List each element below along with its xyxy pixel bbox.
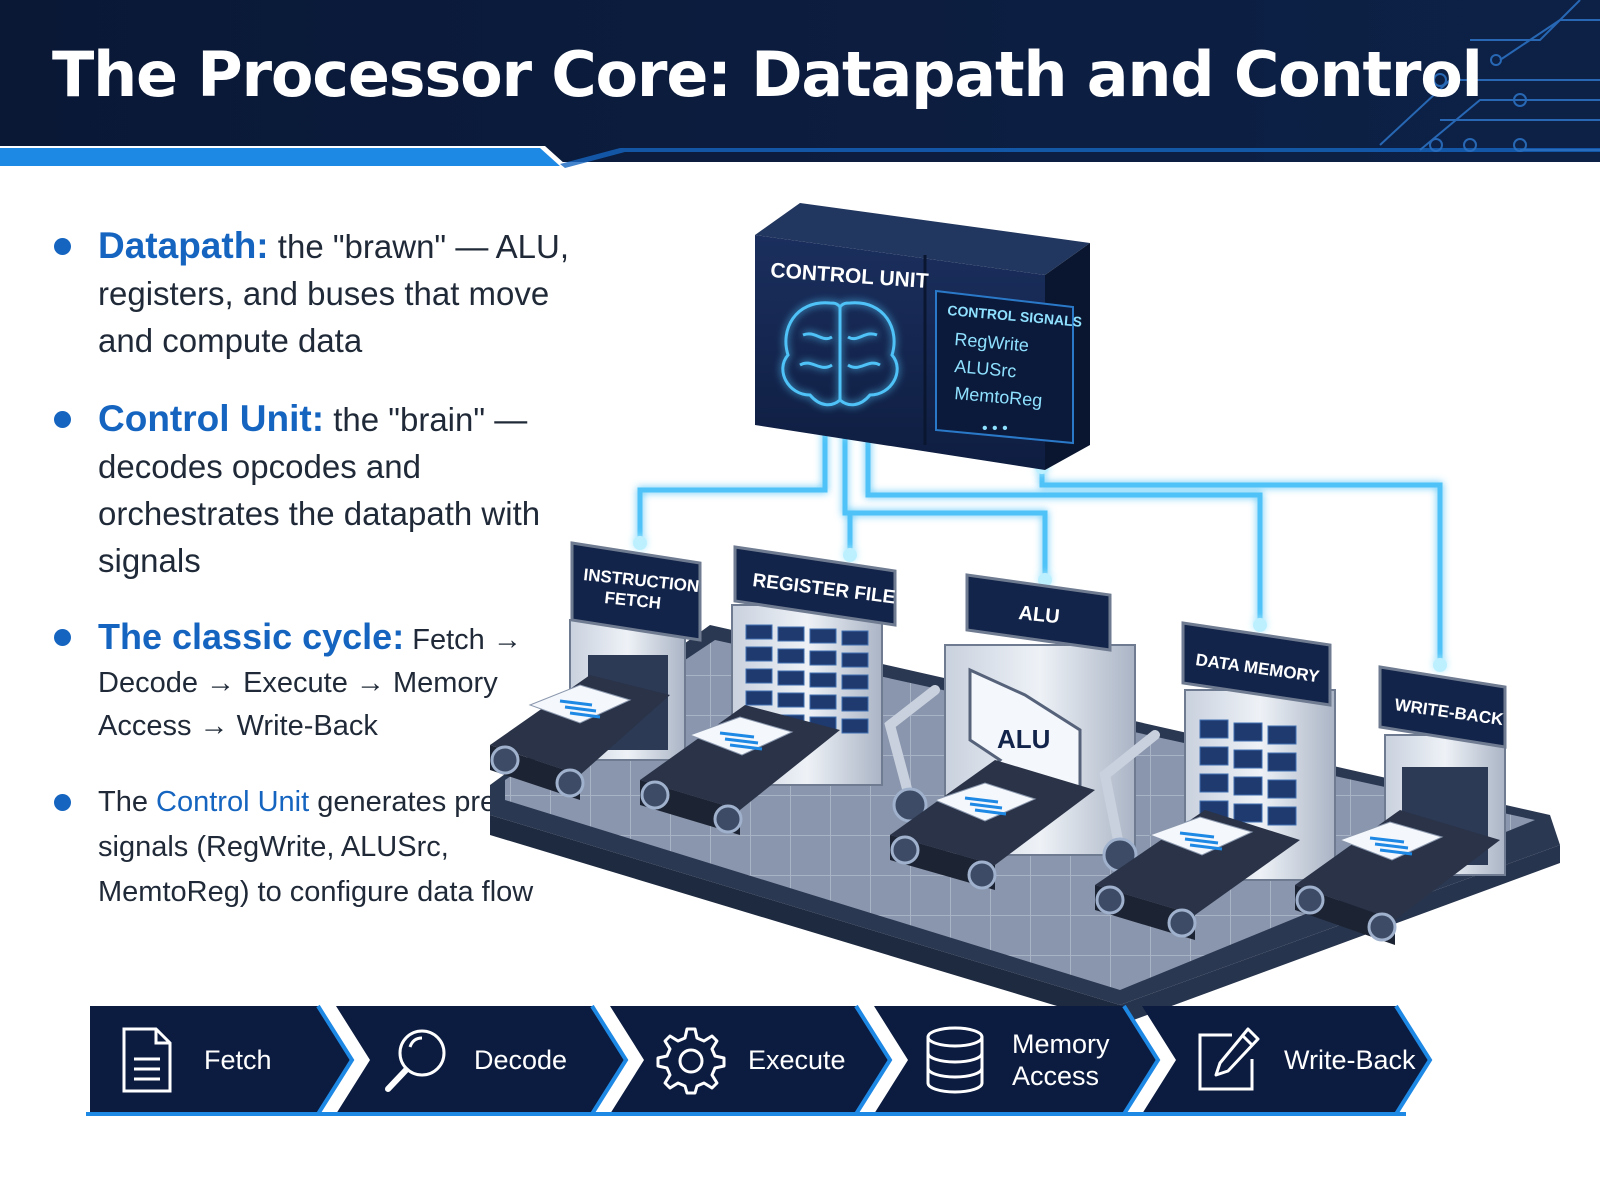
datapath-illustration: CONTROL UNIT CONTROL SIGNALS RegWrite AL…: [470, 195, 1600, 1025]
edit-icon: [1198, 1027, 1260, 1091]
stage-label-line2: Access: [1012, 1061, 1100, 1091]
bullet-classic-cycle: The classic cycle: Fetch → Decode → Exec…: [52, 615, 572, 748]
stage-label: Memory Access: [1012, 1028, 1110, 1092]
bullet-dot: [54, 238, 71, 255]
station-alu: ALU ALU: [884, 573, 1160, 890]
bullet-dot: [54, 629, 71, 646]
control-signal-wires: [637, 427, 1443, 665]
robot-arm: [884, 685, 1160, 855]
circuit-decoration: [1379, 0, 1600, 152]
stage-fetch: Fetch: [112, 1004, 272, 1116]
magnifier-icon: [385, 1029, 446, 1092]
pipeline-stage-bar: Fetch Decode Execute Memory Access: [86, 1004, 1446, 1116]
page-title: The Processor Core: Datapath and Control: [52, 38, 1483, 111]
header-background: [0, 0, 1600, 168]
document-icon: [122, 1027, 172, 1093]
stage-label: Decode: [474, 1045, 568, 1075]
stage-label: Fetch: [204, 1045, 272, 1075]
datapath-diagram: CONTROL UNIT CONTROL SIGNALS RegWrite AL…: [490, 203, 1560, 1025]
alu-body-label: ALU: [997, 724, 1050, 754]
station-data-memory: DATA MEMORY: [1095, 621, 1336, 940]
station-register-file: REGISTER FILE: [640, 545, 897, 835]
bullet-text: the "brain" — decodes opcodes and orches…: [98, 401, 541, 579]
control-unit-box: CONTROL UNIT CONTROL SIGNALS RegWrite AL…: [755, 203, 1090, 470]
bullet-control-unit: Control Unit: the "brain" — decodes opco…: [52, 395, 572, 584]
stage-memory-access: Memory Access: [920, 1004, 1110, 1116]
stage-execute: Execute: [656, 1004, 846, 1116]
bullet-keyword: The classic cycle:: [98, 616, 405, 657]
bullet-keyword: Control Unit:: [98, 398, 325, 439]
stage-label: Write-Back: [1284, 1045, 1416, 1075]
bullet-datapath: Datapath: the "brawn" — ALU, registers, …: [52, 222, 572, 364]
station-write-back: WRITE-BACK: [1295, 665, 1507, 945]
bullet-dot: [54, 411, 71, 428]
stage-label-line1: Memory: [1012, 1029, 1110, 1059]
bullet-keyword: Datapath:: [98, 225, 269, 266]
database-icon: [926, 1026, 984, 1094]
gear-icon: [656, 1027, 726, 1095]
signal-more: • • •: [982, 420, 1008, 437]
stage-write-back: Write-Back: [1192, 1004, 1416, 1116]
header-banner: The Processor Core: Datapath and Control: [0, 0, 1600, 168]
brain-icon: [781, 301, 899, 407]
bullet-prefix: The: [98, 786, 157, 818]
bullet-dot: [54, 794, 71, 811]
bullet-text: the "brawn" — ALU, registers, and buses …: [98, 228, 570, 359]
stage-decode: Decode: [382, 1004, 567, 1116]
station-label: ALU: [1017, 602, 1060, 628]
bullet-keyword: Control Unit: [156, 786, 310, 818]
bullet-text: Fetch → Decode → Execute → Memory Access…: [98, 624, 522, 742]
stage-label: Execute: [748, 1045, 846, 1075]
station-instruction-fetch: INSTRUCTION FETCH: [490, 541, 702, 800]
